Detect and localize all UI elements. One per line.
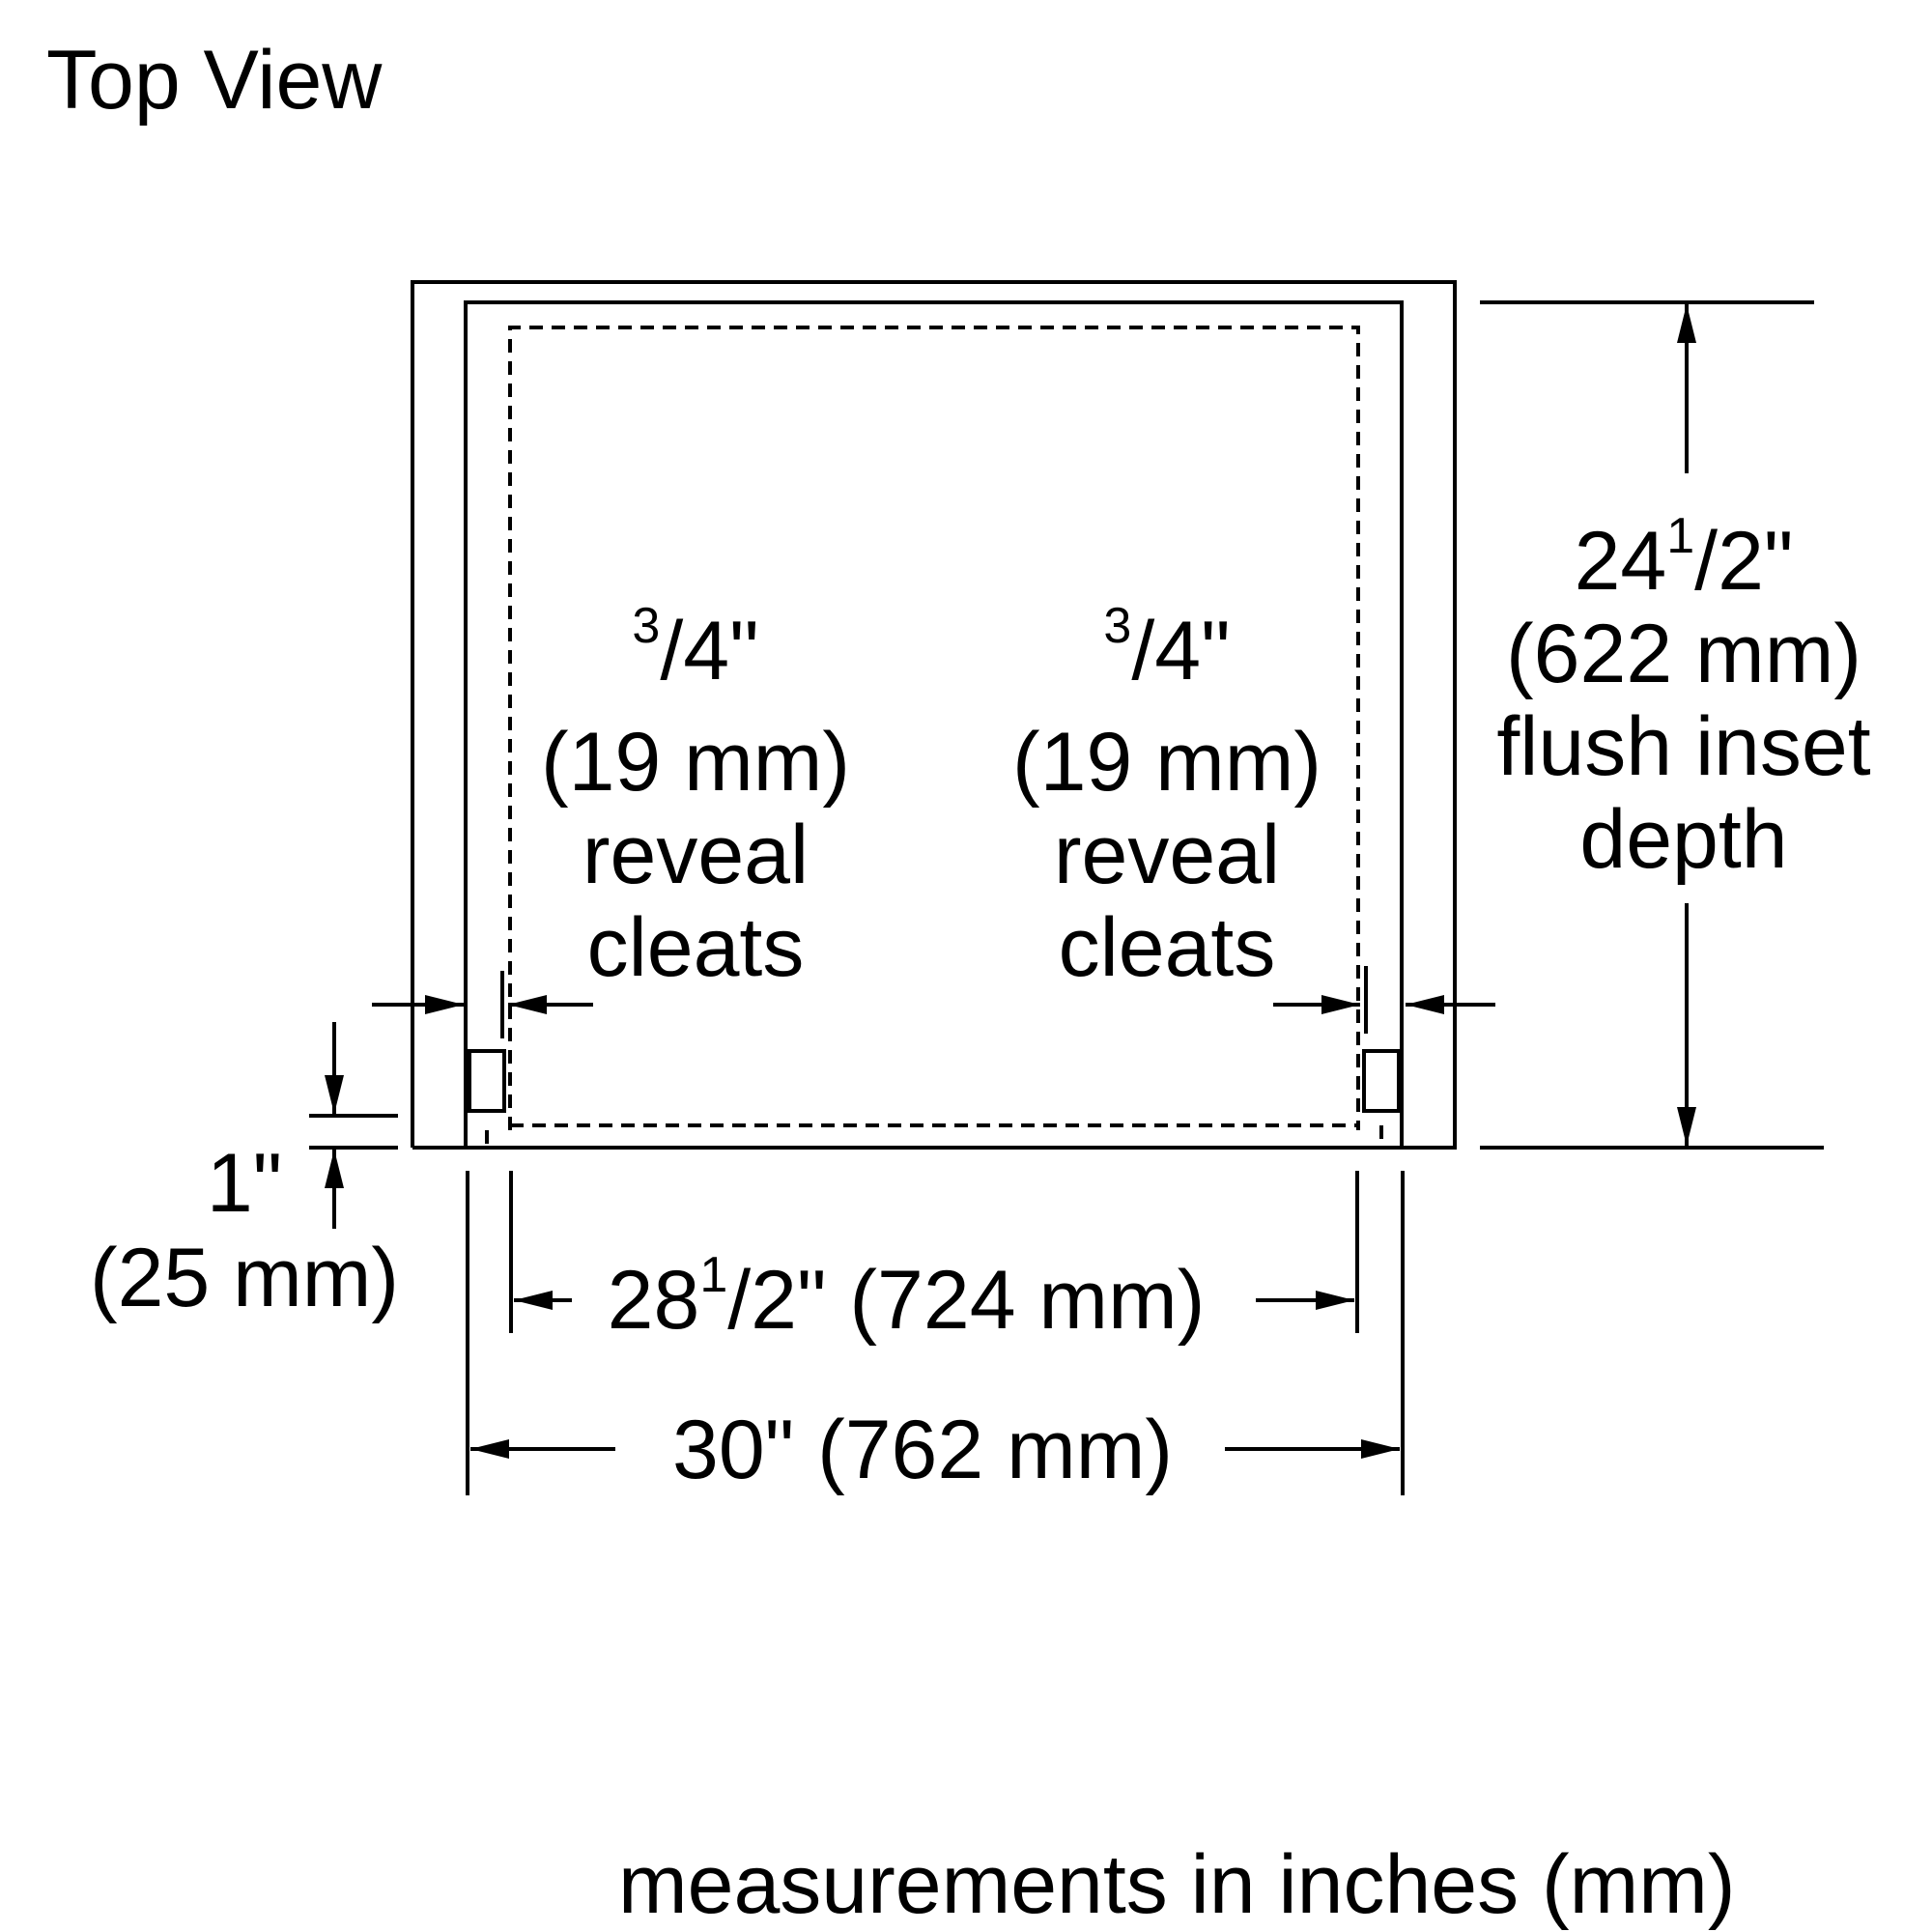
left-reveal-line2: cleats (587, 901, 805, 994)
right-reveal-fraction: 3/4" (1103, 598, 1230, 697)
depth-dimension (1480, 300, 1824, 1150)
right-reveal-line2: cleats (1059, 901, 1276, 994)
depth-description-line1: flush inset (1496, 700, 1870, 793)
right-cleat (1362, 1049, 1401, 1113)
units-note: measurements in inches (mm) (618, 1838, 1736, 1931)
left-reveal-arrows (372, 971, 593, 1038)
appliance-outline (485, 326, 1383, 1150)
left-cleat (468, 1049, 506, 1113)
offset-dimension (309, 1022, 398, 1229)
offset-mm-label: (25 mm) (90, 1232, 399, 1324)
page-title: Top View (46, 34, 383, 127)
cabinet-outline (411, 280, 1457, 1150)
depth-description-line2: depth (1579, 793, 1787, 886)
left-reveal-fraction: 3/4" (632, 598, 758, 697)
outer-width-label: 30" (762 mm) (672, 1404, 1173, 1496)
outer-width-dimension (466, 1171, 1405, 1495)
offset-inch-label: 1" (207, 1137, 282, 1230)
right-reveal-line1: reveal (1054, 809, 1280, 901)
left-reveal-mm: (19 mm) (541, 716, 850, 809)
depth-mm-label: (622 mm) (1506, 608, 1861, 700)
right-reveal-mm: (19 mm) (1012, 716, 1321, 809)
right-reveal-arrows (1273, 966, 1495, 1034)
left-reveal-line1: reveal (582, 809, 809, 901)
depth-fraction-label: 241/2" (1575, 508, 1794, 608)
inner-width-dimension (509, 1171, 1359, 1333)
inner-width-label: 281/2" (724 mm) (608, 1247, 1206, 1347)
